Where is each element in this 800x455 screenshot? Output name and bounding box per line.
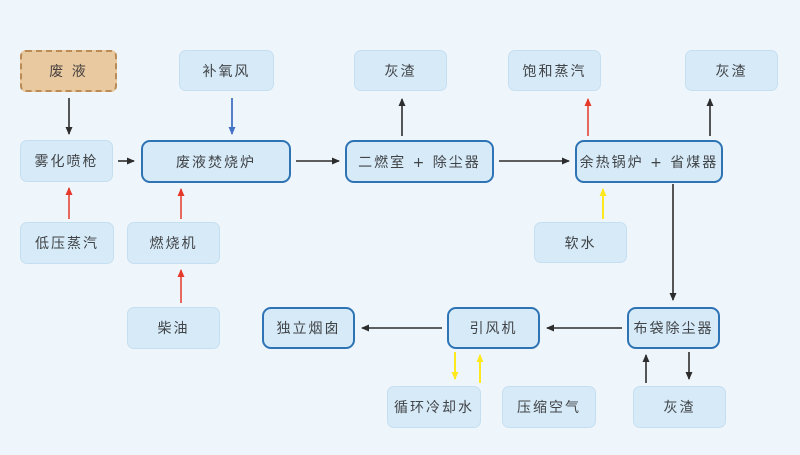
node-secondary-chamber: 二燃室 + 除尘器 xyxy=(345,140,494,183)
node-diesel: 柴油 xyxy=(127,307,220,349)
node-chimney: 独立烟囱 xyxy=(262,307,355,349)
node-induced-draft-fan: 引风机 xyxy=(447,307,540,349)
node-incinerator: 废液焚烧炉 xyxy=(141,140,291,183)
node-oxygen-air: 补氧风 xyxy=(179,50,274,91)
node-soft-water: 软水 xyxy=(534,222,627,263)
node-ash-top-left: 灰渣 xyxy=(354,50,447,91)
node-waste-heat-boiler: 余热锅炉 + 省煤器 xyxy=(575,140,723,183)
node-low-pressure-steam: 低压蒸汽 xyxy=(20,222,114,264)
node-ash-top-right: 灰渣 xyxy=(685,50,778,91)
node-circulating-cooling-water: 循环冷却水 xyxy=(387,386,481,428)
node-ash-bottom: 灰渣 xyxy=(633,386,726,428)
node-bag-filter: 布袋除尘器 xyxy=(627,307,720,349)
node-saturated-steam: 饱和蒸汽 xyxy=(508,50,601,91)
node-atomizer-gun: 雾化喷枪 xyxy=(20,140,113,182)
node-burner: 燃烧机 xyxy=(127,222,220,264)
node-waste-liquid: 废 液 xyxy=(20,50,117,92)
node-compressed-air: 压缩空气 xyxy=(502,386,596,428)
